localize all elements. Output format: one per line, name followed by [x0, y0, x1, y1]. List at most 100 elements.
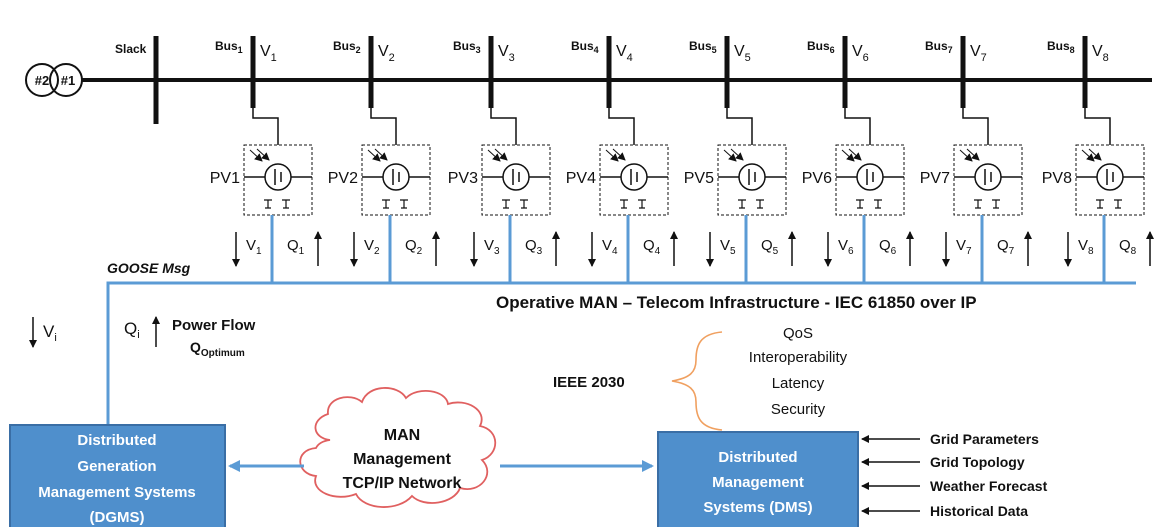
cloud-line-3: TCP/IP Network — [343, 475, 462, 492]
dgms-box-rect — [9, 424, 226, 527]
terminal-icon — [520, 199, 528, 209]
terminal-icon — [974, 199, 982, 209]
bus-label: Bus8 — [1047, 39, 1075, 55]
pv-unit-box — [717, 144, 787, 216]
sunlight-arrow-icon — [723, 149, 737, 162]
cloud-line-2: Management — [353, 451, 451, 468]
terminal-icon — [620, 199, 628, 209]
terminal-icon — [874, 199, 882, 209]
pv-label: PV2 — [328, 170, 358, 187]
signal-v-label: V2 — [364, 237, 380, 257]
bus-label: Bus2 — [333, 39, 361, 55]
sunlight-arrow-icon — [249, 149, 263, 162]
dms-input-1: Grid Parameters — [861, 431, 1039, 447]
ieee-item-interoperability: Interoperability — [749, 349, 848, 366]
pv-unit-5: PV5 — [684, 144, 787, 216]
signal-v-label: V6 — [838, 237, 854, 257]
sunlight-arrow-icon — [494, 148, 508, 161]
pv-label: PV7 — [920, 170, 950, 187]
sunlight-arrow-icon — [959, 149, 973, 162]
signal-q-label: Q7 — [997, 237, 1015, 257]
ieee-item-security: Security — [771, 401, 826, 418]
dms-box-rect — [657, 431, 859, 527]
dms-input-4: Historical Data — [861, 503, 1028, 519]
dms-input-3: Weather Forecast — [861, 478, 1048, 494]
pv-cell-icon — [974, 163, 1002, 191]
terminal-icon — [1114, 199, 1122, 209]
input-label: Historical Data — [930, 503, 1028, 519]
pv-unit-4: PV4 — [566, 144, 669, 216]
operative-man-label: Operative MAN – Telecom Infrastructure -… — [496, 293, 977, 312]
terminal-icon — [1096, 199, 1104, 209]
signal-v-label: V1 — [246, 237, 262, 257]
sunlight-arrow-icon — [487, 149, 501, 162]
terminal-icon — [856, 199, 864, 209]
pv-connection-line — [608, 108, 635, 145]
q-optimum-label: QOptimum — [190, 339, 245, 359]
sunlight-arrow-icon — [1081, 149, 1095, 162]
generator-1-label: #1 — [61, 73, 75, 88]
vi-label: Vi — [43, 322, 57, 344]
bus-voltage-label: V7 — [970, 43, 987, 64]
dgms-box: Distributed Generation Management System… — [9, 424, 226, 527]
bus-voltage-label: V3 — [498, 43, 515, 64]
pv-unit-8: PV8 — [1042, 144, 1145, 216]
sunlight-arrow-icon — [966, 148, 980, 161]
terminal-icon — [992, 199, 1000, 209]
sunlight-arrow-icon — [841, 149, 855, 162]
dms-line-1: Distributed — [718, 449, 797, 466]
pv-cell-icon — [738, 163, 766, 191]
sunlight-arrow-icon — [374, 148, 388, 161]
bus-voltage-label: V6 — [852, 43, 869, 64]
pv-label: PV5 — [684, 170, 714, 187]
pv-unit-6: PV6 — [802, 144, 905, 216]
bus-voltage-label: V1 — [260, 43, 277, 64]
pv-unit-box — [835, 144, 905, 216]
pv-connection-line — [490, 108, 517, 145]
dms-input-2: Grid Topology — [861, 454, 1025, 470]
pv-unit-2: PV2 — [328, 144, 431, 216]
dgms-line-1: Distributed — [77, 432, 156, 449]
terminal-icon — [382, 199, 390, 209]
input-label: Grid Topology — [930, 454, 1025, 470]
dgms-signals: Vi Qi Power Flow QOptimum — [29, 316, 256, 359]
pv-cell-icon — [620, 163, 648, 191]
dgms-line-3: Management Systems — [38, 484, 196, 501]
dms-line-3: Systems (DMS) — [703, 499, 812, 516]
dgms-line-2: Generation — [77, 458, 156, 475]
bus-voltage-label: V5 — [734, 43, 751, 64]
qi-label: Qi — [124, 319, 140, 341]
signal-v-label: V4 — [602, 237, 618, 257]
pv-unit-box — [1075, 144, 1145, 216]
sunlight-arrow-icon — [367, 149, 381, 162]
bus-label: Bus7 — [925, 39, 953, 55]
goose-network-line — [106, 281, 1136, 425]
pv-label: PV6 — [802, 170, 832, 187]
sunlight-arrow-icon — [1088, 148, 1102, 161]
sunlight-arrow-icon — [730, 148, 744, 161]
terminal-icon — [400, 199, 408, 209]
pv-connection-line — [726, 108, 753, 145]
pv-connection-line — [844, 108, 871, 145]
input-label: Weather Forecast — [930, 478, 1048, 494]
bus-8: Bus8 V8 — [1047, 36, 1111, 145]
bus-voltage-label: V8 — [1092, 43, 1109, 64]
terminal-icon — [502, 199, 510, 209]
signal-q-label: Q8 — [1119, 237, 1137, 257]
signal-v-label: V8 — [1078, 237, 1094, 257]
cloud-shape — [299, 387, 497, 508]
pv-unit-box — [361, 144, 431, 216]
sunlight-arrow-icon — [848, 148, 862, 161]
